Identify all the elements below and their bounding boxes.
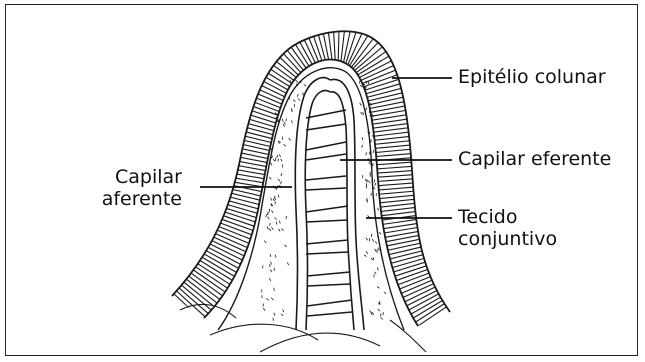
base-tissue (180, 304, 426, 352)
capillary-network (295, 78, 364, 330)
epithelium-cells (173, 26, 448, 328)
label-epitelio-colunar: Epitélio colunar (458, 66, 606, 88)
label-capilar-aferente: Capilar aferente (102, 166, 182, 210)
label-capilar-eferente: Capilar eferente (458, 148, 611, 170)
afferent-capillary (295, 78, 330, 330)
label-aferente-line2: aferente (102, 188, 182, 210)
label-aferente-line1: Capilar (102, 166, 182, 188)
label-tecido-line2: conjuntivo (458, 228, 557, 250)
label-tecido-conjuntivo: Tecido conjuntivo (458, 206, 557, 250)
epithelium-layer (172, 31, 450, 326)
label-tecido-line1: Tecido (458, 206, 557, 228)
